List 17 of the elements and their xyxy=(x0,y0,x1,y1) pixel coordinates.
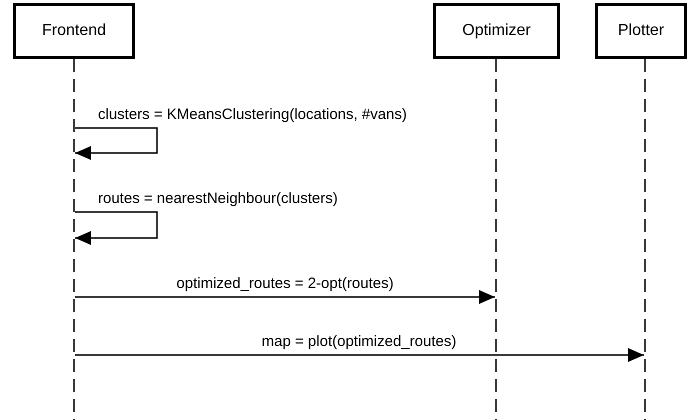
message-label: optimized_routes = 2-opt(routes) xyxy=(176,275,394,292)
message-label: map = plot(optimized_routes) xyxy=(262,333,456,350)
lifeline xyxy=(644,59,646,420)
participant-name: Optimizer xyxy=(462,21,531,41)
message-arrow xyxy=(75,127,158,160)
message-arrow xyxy=(75,348,644,362)
participant-box xyxy=(433,3,560,59)
lifeline xyxy=(73,59,75,420)
participant-box xyxy=(13,3,135,59)
message-label: routes = nearestNeighbour(clusters) xyxy=(98,190,338,207)
message-arrow xyxy=(75,211,158,245)
participant-box xyxy=(595,3,687,59)
message-label: clusters = KMeansClustering(locations, #vans) xyxy=(98,106,407,123)
message-arrow xyxy=(75,290,495,304)
participant-name: Plotter xyxy=(618,21,664,41)
lifeline xyxy=(495,59,497,420)
participant-name: Frontend xyxy=(42,21,106,41)
